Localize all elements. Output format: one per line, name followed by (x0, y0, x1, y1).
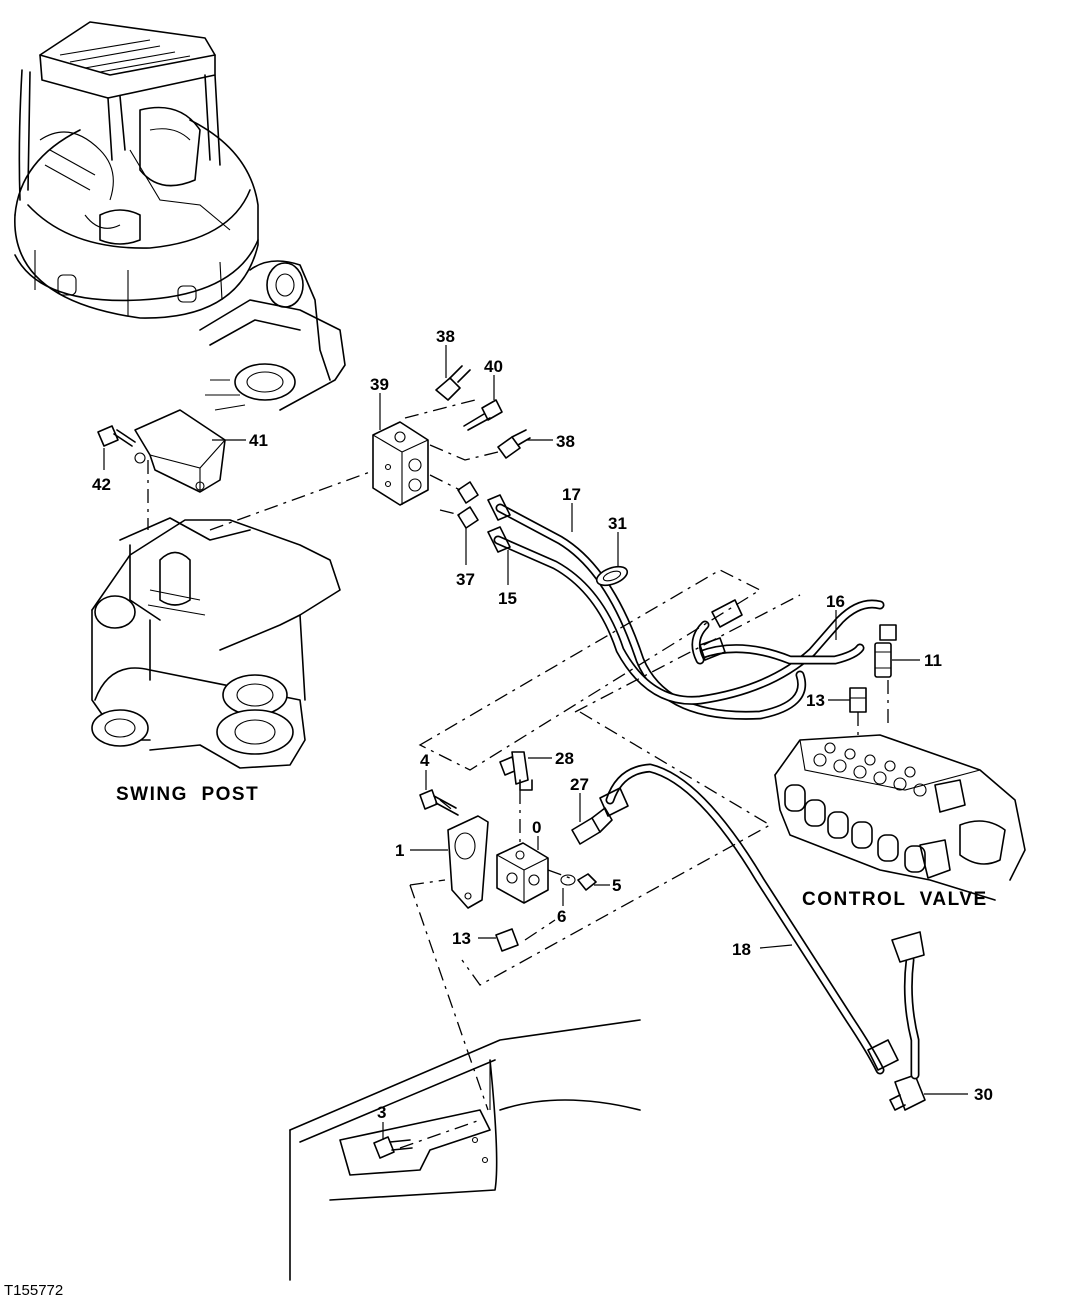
callout-42: 42 (92, 475, 111, 494)
guard-bracket (134, 409, 226, 493)
bracket-1 (447, 815, 489, 909)
manifold-block-39 (372, 421, 429, 506)
callout-1: 1 (395, 841, 404, 860)
valve-spools (784, 784, 926, 873)
callout-41: 41 (249, 431, 268, 450)
callout-39: 39 (370, 375, 389, 394)
adapters-37 (457, 481, 479, 529)
elbow-28 (499, 751, 533, 791)
bolt-4 (419, 789, 459, 816)
hose-16 (691, 599, 865, 665)
callout-5: 5 (612, 876, 621, 895)
fitting-30 (889, 931, 926, 1111)
fitting-13-lower (495, 928, 519, 952)
fitting-11 (874, 624, 897, 678)
fitting-38-right (497, 429, 531, 459)
callout-11: 11 (924, 651, 942, 670)
leader-lines (103, 345, 968, 1140)
fitting-38-top (435, 365, 471, 401)
callout-4: 4 (420, 751, 430, 770)
upper-frame-illustration (289, 1019, 641, 1281)
fitting-27 (571, 807, 613, 845)
callout-17: 17 (562, 485, 581, 504)
control-valve-caption: CONTROL VALVE (802, 889, 988, 910)
block-0 (496, 842, 549, 904)
callout-18: 18 (732, 940, 751, 959)
hose-15 (487, 526, 885, 705)
fitting-13-valve (849, 687, 867, 713)
callout-40: 40 (484, 357, 503, 376)
bolt-40 (463, 399, 503, 431)
machine-overview-illustration (14, 21, 259, 319)
callout-31: 31 (608, 514, 627, 533)
clamp-31 (595, 565, 629, 587)
valve-ports (813, 742, 927, 797)
hose-18 (599, 763, 899, 1075)
control-valve-illustration (774, 734, 1026, 901)
callout-16: 16 (826, 592, 845, 611)
bolt-3 (373, 1136, 413, 1159)
washer-6-nut-5 (560, 873, 597, 891)
callout-13-valve: 13 (806, 691, 825, 710)
figure-id: T155772 (4, 1282, 63, 1299)
callout-28: 28 (555, 749, 574, 768)
callout-37: 37 (456, 570, 475, 589)
callout-6: 6 (557, 907, 566, 926)
callout-30: 30 (974, 1085, 993, 1104)
callout-13-lower: 13 (452, 929, 471, 948)
callout-38-top: 38 (436, 327, 455, 346)
callout-27: 27 (570, 775, 589, 794)
callout-labels: 38 40 39 38 41 42 17 31 37 15 16 11 13 4… (92, 327, 993, 1122)
swing-post-illustration (91, 260, 346, 769)
callout-38-right: 38 (556, 432, 575, 451)
callout-0: 0 (532, 818, 541, 837)
callout-15: 15 (498, 589, 517, 608)
callout-3: 3 (377, 1103, 386, 1122)
swing-post-caption: SWING POST (116, 784, 259, 805)
center-lines (147, 399, 889, 1149)
bolt-42 (97, 425, 136, 447)
